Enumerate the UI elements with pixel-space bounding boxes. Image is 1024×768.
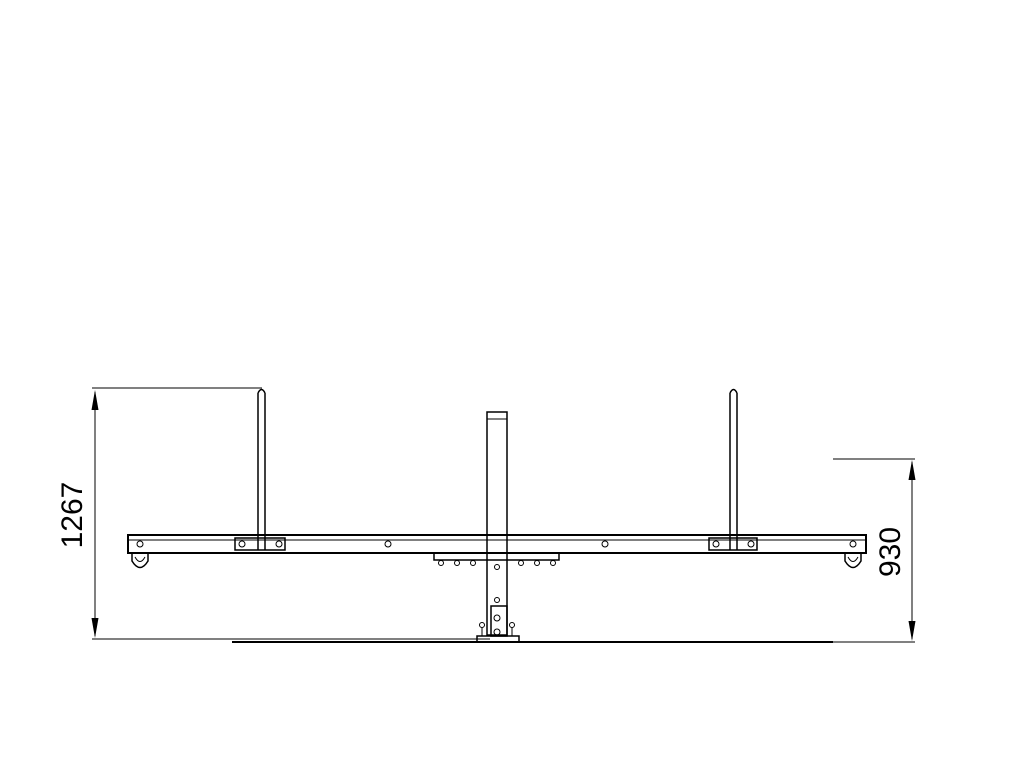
right-bumper xyxy=(844,553,862,569)
seat-height-dimension: 930 xyxy=(520,458,916,643)
base-plate xyxy=(472,622,522,643)
overall-height-dimension: 1267 xyxy=(56,387,490,640)
overall-height-label: 1267 xyxy=(56,482,89,549)
pivot-bracket xyxy=(433,552,560,566)
seat-height-label: 930 xyxy=(874,527,907,577)
right-handle xyxy=(708,388,758,551)
left-bumper xyxy=(131,553,149,569)
central-post xyxy=(486,411,508,637)
left-handle xyxy=(234,388,286,551)
